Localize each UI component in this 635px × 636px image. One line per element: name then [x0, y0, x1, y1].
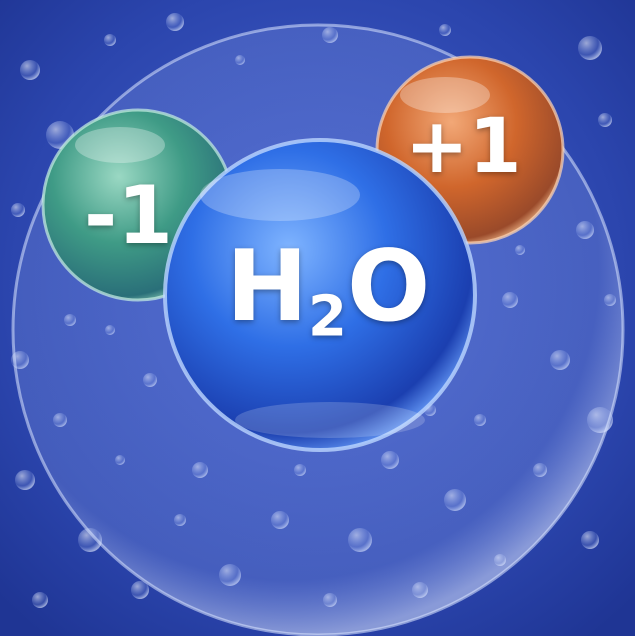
- hydrogen-symbol: H: [226, 230, 309, 344]
- positive-charge-label: +1: [405, 101, 522, 190]
- water-molecule-bubble: [163, 138, 477, 452]
- hydrogen-subscript: 2: [308, 284, 347, 350]
- oxygen-symbol: O: [347, 230, 431, 344]
- negative-charge-label: -1: [84, 169, 173, 262]
- water-formula-label: H2O: [226, 238, 430, 346]
